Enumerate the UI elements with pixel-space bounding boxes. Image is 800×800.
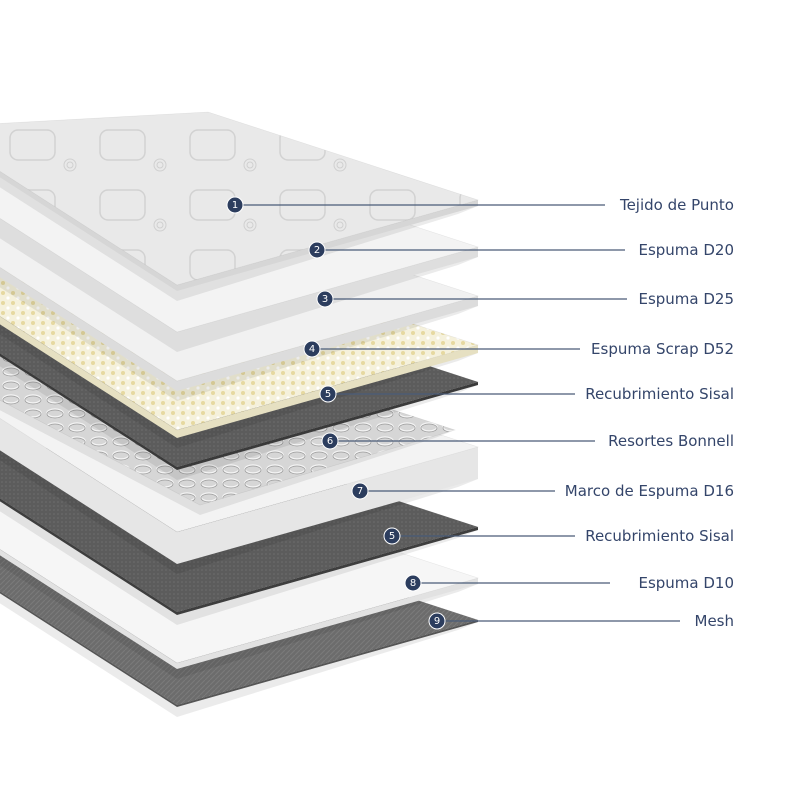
layer-label: Recubrimiento Sisal: [585, 527, 734, 545]
badge-number: 9: [434, 616, 440, 627]
layer-stack: [0, 111, 480, 717]
callout-4: 4 Espuma Scrap D52: [303, 340, 734, 358]
layer-label: Espuma D25: [638, 290, 734, 308]
number-badge: [428, 612, 446, 630]
layer-label: Espuma D20: [638, 241, 734, 259]
callout-7: 7 Marco de Espuma D16: [351, 482, 734, 500]
layer-shadow: [0, 324, 478, 448]
callout-8: 5 Recubrimiento Sisal: [383, 527, 734, 545]
layer-side: [0, 171, 478, 291]
layer-shadow: [0, 177, 478, 301]
layer-side: [0, 353, 478, 470]
layer-shadow: [0, 450, 478, 574]
layer-shadow: [0, 501, 478, 625]
layer-label: Espuma D10: [638, 574, 734, 592]
number-badge: [308, 241, 326, 259]
layer-side: [0, 267, 478, 391]
number-badge: [404, 574, 422, 592]
badge-number: 4: [309, 344, 315, 355]
callout-5: 5 Recubrimiento Sisal: [319, 385, 734, 403]
callout-1: 1 Tejido de Punto: [226, 196, 734, 214]
layer-label: Resortes Bonnell: [608, 432, 734, 450]
layer-label: Mesh: [695, 612, 735, 630]
badge-number: 5: [389, 531, 395, 542]
layer-label: Espuma Scrap D52: [591, 340, 734, 358]
number-badge: [351, 482, 369, 500]
callout-2: 2 Espuma D20: [308, 241, 734, 259]
badge-number: 8: [410, 578, 416, 589]
callout-10: 9 Mesh: [428, 612, 735, 630]
badge-number: 2: [314, 245, 320, 256]
layer-shadow: [0, 593, 478, 717]
badge-number: 7: [357, 486, 363, 497]
badge-number: 3: [322, 294, 328, 305]
layer-shadow: [0, 228, 478, 352]
callout-6: 6 Resortes Bonnell: [321, 432, 734, 450]
layer-shadow: [0, 555, 478, 679]
layer-side: [0, 218, 478, 342]
layer-shadow: [0, 400, 455, 515]
layer-side: [0, 549, 478, 669]
number-badge: [226, 196, 244, 214]
layer-label: Marco de Espuma D16: [565, 482, 734, 500]
number-badge: [319, 385, 337, 403]
number-badge: [316, 290, 334, 308]
layer-shadow: [0, 356, 478, 480]
layer-label: Recubrimiento Sisal: [585, 385, 734, 403]
callout-3: 3 Espuma D25: [316, 290, 734, 308]
badge-number: 5: [325, 389, 331, 400]
badge-number: 1: [232, 200, 238, 211]
badge-number: 6: [327, 436, 333, 447]
callout-9: 8 Espuma D10: [404, 574, 734, 592]
layer-side: [0, 498, 478, 615]
layer-label: Tejido de Punto: [619, 196, 734, 214]
number-badge: [321, 432, 339, 450]
number-badge: [303, 340, 321, 358]
number-badge: [383, 527, 401, 545]
layer-shadow: [0, 277, 478, 401]
layer-side: [0, 316, 478, 438]
